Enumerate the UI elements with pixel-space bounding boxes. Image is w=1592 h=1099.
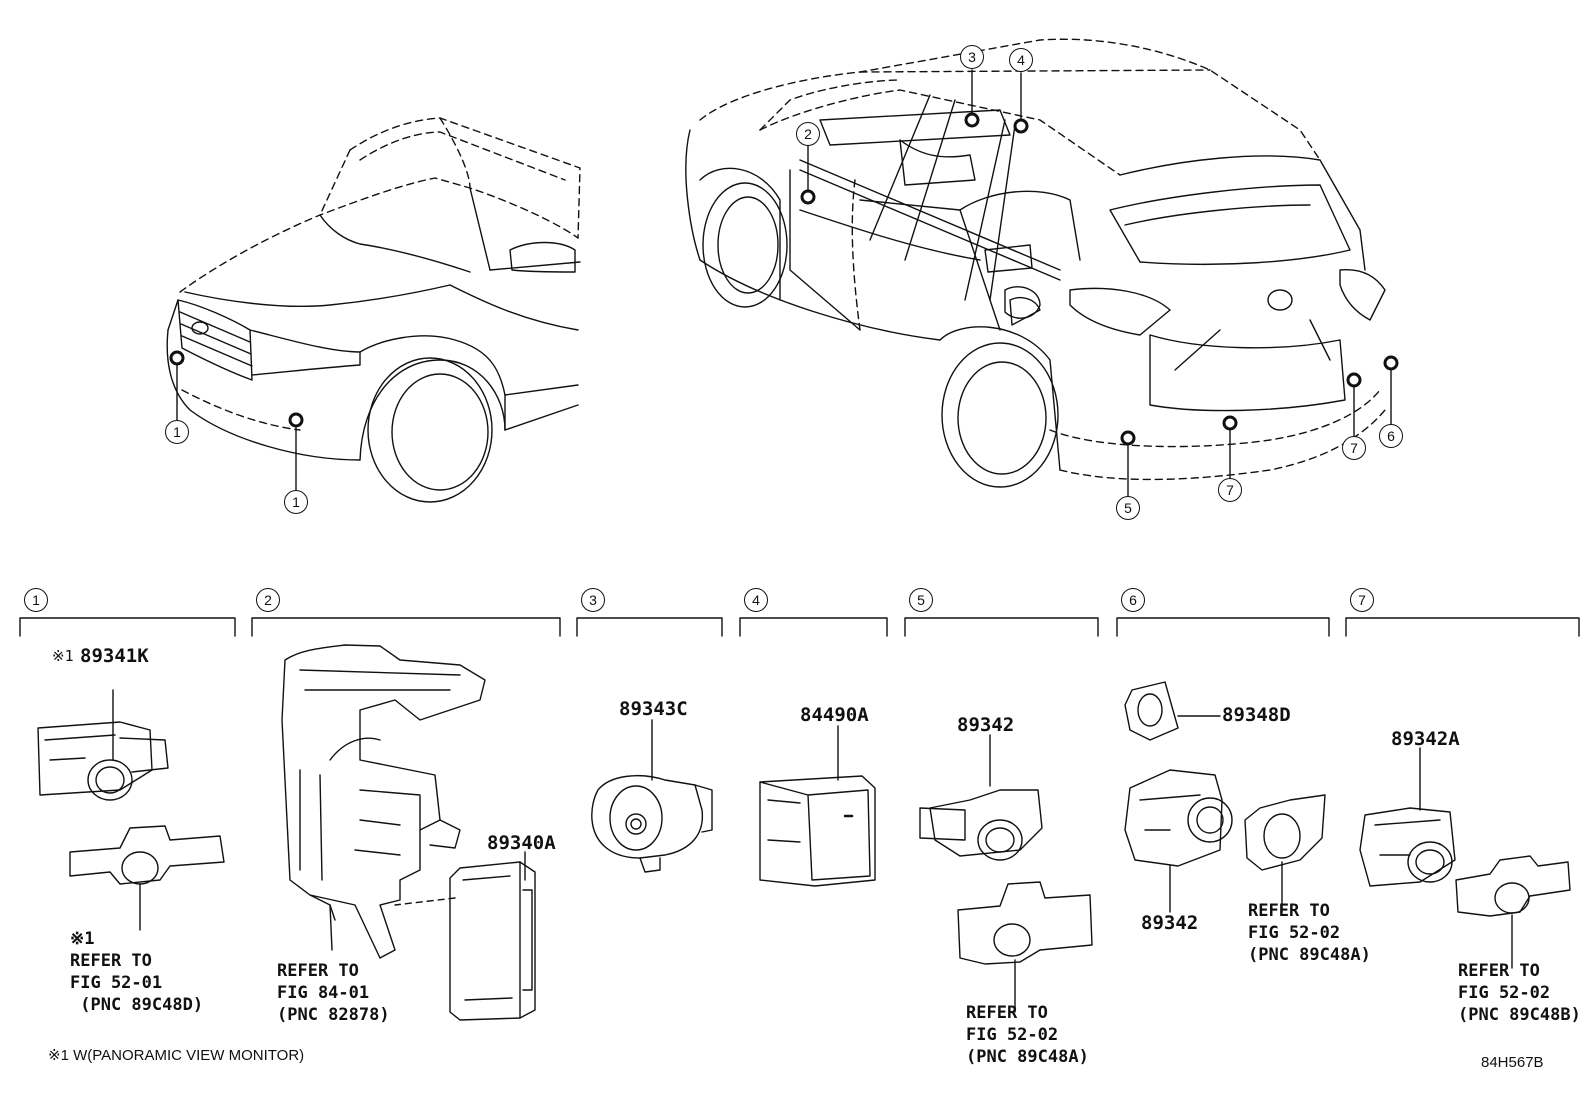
callout-circle-1-front-left: 1 bbox=[165, 420, 189, 444]
part-sensor-retainer-5 bbox=[957, 881, 1093, 1013]
part-bracket-82878 bbox=[281, 644, 486, 959]
part-84490A-switch bbox=[759, 725, 876, 887]
callout-circle-1-front-center: 1 bbox=[284, 490, 308, 514]
callout-circle-3: 3 bbox=[960, 45, 984, 69]
part-note-mark-89341K: ※1 bbox=[52, 647, 74, 665]
sensor-point-front-corner bbox=[169, 350, 185, 366]
part-number-89340A: 89340A bbox=[487, 832, 556, 854]
callout-circle-7-lower: 7 bbox=[1218, 478, 1242, 502]
part-number-89341K: 89341K bbox=[80, 645, 149, 667]
part-sensor-retainer-1 bbox=[69, 825, 225, 931]
section-number-7: 7 bbox=[1350, 588, 1374, 612]
rear-vehicle-illustration bbox=[685, 38, 1386, 488]
sensor-point-2 bbox=[800, 189, 816, 205]
part-number-89342-section5: 89342 bbox=[957, 714, 1015, 736]
reference-note-section5: REFER TO FIG 52-02 (PNC 89C48A) bbox=[966, 1003, 1089, 1067]
reference-note-section2: REFER TO FIG 84-01 (PNC 82878) bbox=[277, 961, 390, 1025]
section-number-4: 4 bbox=[744, 588, 768, 612]
section-number-6: 6 bbox=[1121, 588, 1145, 612]
front-vehicle-illustration bbox=[166, 117, 581, 503]
callout-circle-2: 2 bbox=[796, 122, 820, 146]
callout-circle-7-upper: 7 bbox=[1342, 436, 1366, 460]
reference-note-section6: REFER TO FIG 52-02 (PNC 89C48A) bbox=[1248, 901, 1371, 965]
part-89343C-sensor bbox=[591, 719, 713, 873]
part-number-89342-section6: 89342 bbox=[1141, 912, 1199, 934]
section-brackets bbox=[19, 617, 1580, 637]
part-89340A-module bbox=[394, 851, 536, 1021]
part-89342-sensor-6 bbox=[1124, 769, 1233, 913]
part-number-89342A: 89342A bbox=[1391, 728, 1460, 750]
part-89348D-holder bbox=[1124, 681, 1221, 741]
callout-circle-5: 5 bbox=[1116, 496, 1140, 520]
part-number-84490A: 84490A bbox=[800, 704, 869, 726]
part-89341K-sensor bbox=[37, 689, 169, 801]
part-89342A-sensor bbox=[1359, 747, 1456, 887]
sensor-point-front-center bbox=[288, 412, 304, 428]
part-sensor-retainer-6 bbox=[1244, 794, 1326, 913]
figure-code: 84H567B bbox=[1481, 1054, 1544, 1071]
section-number-5: 5 bbox=[909, 588, 933, 612]
reference-note-section7: REFER TO FIG 52-02 (PNC 89C48B) bbox=[1458, 961, 1581, 1025]
section-number-2: 2 bbox=[256, 588, 280, 612]
section-number-1: 1 bbox=[24, 588, 48, 612]
callout-circle-4: 4 bbox=[1009, 48, 1033, 72]
sensor-point-5 bbox=[1120, 430, 1136, 446]
reference-note-section1: ※1 REFER TO FIG 52-01 (PNC 89C48D) bbox=[70, 929, 204, 1015]
sensor-point-6 bbox=[1383, 355, 1399, 371]
sensor-point-3 bbox=[964, 112, 980, 128]
sensor-point-7b bbox=[1222, 415, 1238, 431]
part-number-89343C: 89343C bbox=[619, 698, 688, 720]
section-number-3: 3 bbox=[581, 588, 605, 612]
sensor-point-4 bbox=[1013, 118, 1029, 134]
part-number-89348D: 89348D bbox=[1222, 704, 1291, 726]
part-89342-sensor-5 bbox=[919, 734, 1043, 861]
part-sensor-retainer-7 bbox=[1455, 855, 1571, 969]
footnote-panoramic-view-monitor: ※1 W(PANORAMIC VIEW MONITOR) bbox=[48, 1047, 305, 1064]
sensor-point-7a bbox=[1346, 372, 1362, 388]
callout-circle-6: 6 bbox=[1379, 424, 1403, 448]
